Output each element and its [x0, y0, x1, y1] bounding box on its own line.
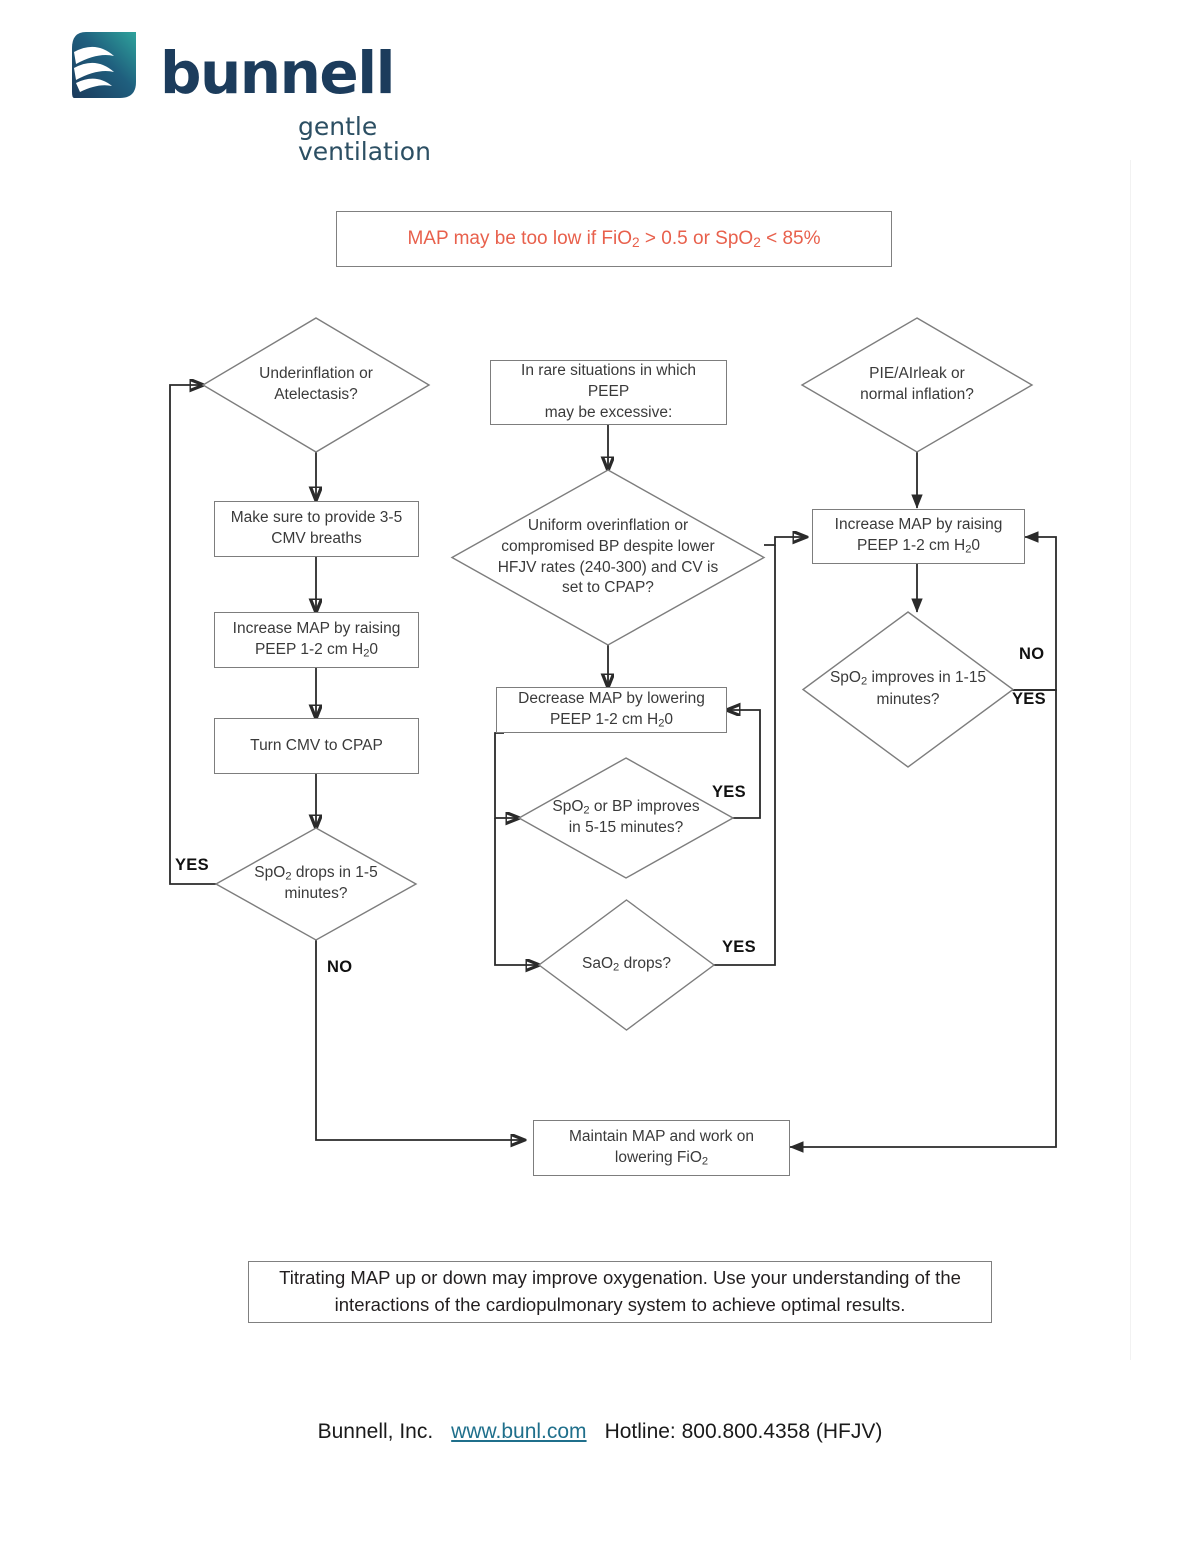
node-text-line1: Increase MAP by raising	[232, 619, 401, 637]
node-text-line1: Turn CMV to CPAP	[250, 736, 383, 754]
node-text-line2-pre: PEEP 1-2 cm H	[549, 710, 659, 728]
banner-title-part1: MAP may be too low if FiO	[407, 228, 633, 249]
node-pie-airleak-normal-inflation: PIE/AIrleak or normal inflation?	[800, 317, 1034, 453]
node-text-line2: CMV breaths	[271, 530, 362, 547]
banner-note: Titrating MAP up or down may improve oxy…	[248, 1261, 992, 1323]
node-maintain-map: Maintain MAP and work on lowering FiO2	[533, 1120, 790, 1176]
node-uniform-overinflation: Uniform overinflation or compromised BP …	[450, 469, 766, 646]
node-text-line2: may be excessive:	[544, 403, 673, 421]
node-text-line1: Make sure to provide 3-5	[230, 509, 403, 527]
node-spo2-improves-1-15: SpO2 improves in 1-15 minutes?	[801, 611, 1015, 768]
banner-title: MAP may be too low if FiO2 > 0.5 or SpO2…	[336, 211, 892, 267]
brand-name: bunnell	[160, 39, 396, 107]
node-provide-cmv-breaths: Make sure to provide 3-5 CMV breaths	[214, 501, 419, 557]
node-text-line2-pre: PEEP 1-2 cm H	[856, 537, 966, 555]
banner-title-sub2: 2	[753, 235, 761, 250]
node-text-line2-post: 0	[971, 537, 981, 555]
banner-title-sub1: 2	[632, 235, 640, 250]
footer-hotline: Hotline: 800.800.4358 (HFJV)	[604, 1420, 883, 1443]
node-text-line2-sub: 2	[363, 647, 370, 660]
edge-label-no-right: NO	[1019, 645, 1045, 663]
node-text-line1: Decrease MAP by lowering	[518, 689, 705, 707]
banner-title-part3: < 85%	[760, 228, 821, 249]
edge-label-yes-mid-top: YES	[712, 783, 746, 801]
node-rare-situations-peep: In rare situations in which PEEP may be …	[490, 360, 727, 425]
node-text-line2-sub: 2	[701, 1155, 709, 1168]
node-text-line2-post: 0	[664, 710, 674, 728]
node-increase-map-right: Increase MAP by raising PEEP 1-2 cm H20	[812, 509, 1025, 564]
node-text-line2-pre: lowering FiO	[614, 1148, 702, 1166]
node-text-line2-sub: 2	[658, 717, 665, 730]
footer-company: Bunnell, Inc.	[317, 1420, 434, 1443]
node-spo2-drops-1-5: SpO2 drops in 1-5 minutes?	[214, 827, 418, 941]
edge-label-yes-right: YES	[1012, 690, 1046, 708]
node-spo2-or-bp-improves: SpO2 or BP improves in 5-15 minutes?	[517, 757, 735, 879]
node-sao2-drops: SaO2 drops?	[537, 899, 716, 1031]
page-edge-line	[1130, 160, 1131, 1360]
banner-title-part2: > 0.5 or SpO	[639, 228, 754, 249]
edge-label-yes-left: YES	[175, 856, 209, 874]
brand-tagline: gentle ventilation	[298, 112, 431, 166]
node-text-line1: Increase MAP by raising	[834, 516, 1003, 534]
banner-note-text: Titrating MAP up or down may improve oxy…	[279, 1267, 961, 1315]
node-text-line2-pre: PEEP 1-2 cm H	[254, 640, 364, 658]
node-increase-map-left: Increase MAP by raising PEEP 1-2 cm H20	[214, 612, 419, 668]
bunnell-wave-logo-icon	[72, 32, 136, 98]
page-footer: Bunnell, Inc. www.bunl.com Hotline: 800.80…	[0, 1420, 1200, 1444]
node-text-line2-post: 0	[369, 640, 379, 658]
node-text-line1: Maintain MAP and work on	[569, 1127, 754, 1145]
footer-website-link[interactable]: www.bunl.com	[451, 1420, 587, 1443]
node-underinflation-atelectasis: Underinflation or Atelectasis?	[201, 317, 431, 453]
node-text-line2-sub: 2	[965, 543, 972, 556]
brand-logo: bunnell gentle ventilation	[70, 22, 490, 164]
node-turn-cmv-to-cpap: Turn CMV to CPAP	[214, 718, 419, 774]
node-decrease-map: Decrease MAP by lowering PEEP 1-2 cm H20	[496, 687, 727, 733]
edge-label-yes-mid-bottom: YES	[722, 938, 756, 956]
node-text-line1: In rare situations in which PEEP	[521, 362, 696, 401]
edge-label-no-left: NO	[327, 958, 353, 976]
